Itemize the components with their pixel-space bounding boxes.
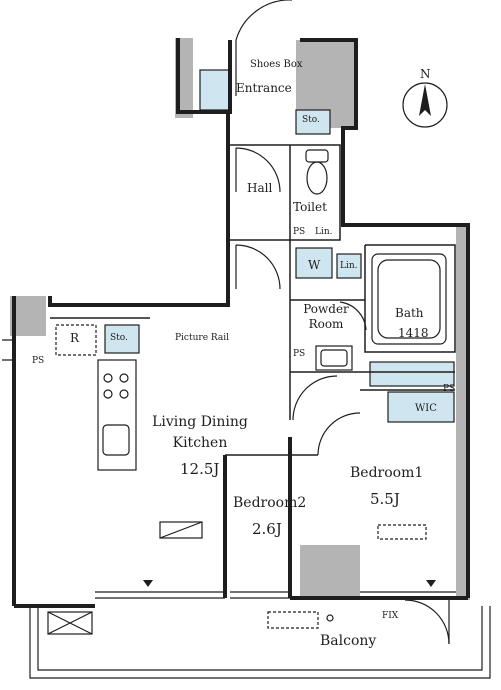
walls bbox=[12, 38, 470, 608]
bath-label: Bath bbox=[395, 306, 424, 320]
bathtub bbox=[371, 253, 447, 345]
kitchen-counter bbox=[55, 324, 137, 471]
toilet-fixture bbox=[305, 149, 329, 195]
washbasin bbox=[315, 345, 353, 371]
bedroom2-size-label: 2.6J bbox=[252, 520, 282, 538]
fridge-label: R bbox=[70, 331, 80, 345]
fix-window-label: FIX bbox=[382, 611, 399, 621]
ps-label: PS bbox=[443, 384, 456, 394]
washer-label: W bbox=[308, 258, 321, 272]
bedroom1-size-label: 5.5J bbox=[370, 490, 400, 508]
toilet-label: Toilet bbox=[293, 200, 327, 214]
powder-room-label: Powder Room bbox=[303, 302, 349, 331]
ps-label: PS bbox=[293, 349, 306, 359]
ldk-size-label: 12.5J bbox=[180, 460, 220, 478]
storage-label: Sto. bbox=[110, 333, 128, 343]
balcony-outline bbox=[29, 606, 491, 679]
wic-label: WIC bbox=[415, 403, 437, 414]
partitions bbox=[50, 144, 456, 456]
shoes-box-label: Shoes Box bbox=[250, 59, 303, 70]
linen-label: Lin. bbox=[340, 261, 358, 271]
ps-label: PS bbox=[32, 356, 45, 366]
ac-units bbox=[159, 521, 427, 540]
entrance-label: Entrance bbox=[236, 81, 292, 95]
bedroom2-label: Bedroom2 bbox=[233, 495, 307, 511]
bedroom1-label: Bedroom1 bbox=[350, 465, 424, 481]
compass-graphic bbox=[402, 82, 448, 128]
windows bbox=[2, 339, 456, 599]
door-swings bbox=[235, 0, 450, 645]
ldk-label: Living Dining Kitchen bbox=[152, 414, 248, 451]
bath-size-label: 1418 bbox=[398, 326, 429, 340]
storage-areas bbox=[104, 69, 455, 423]
picture-rail-label: Picture Rail bbox=[175, 333, 229, 343]
balcony-label: Balcony bbox=[320, 633, 377, 649]
linen-label: Lin. bbox=[315, 227, 333, 237]
entry-markers bbox=[143, 580, 436, 587]
ps-label: PS bbox=[293, 227, 306, 237]
compass-north-label: N bbox=[420, 67, 431, 81]
hall-label: Hall bbox=[247, 181, 273, 195]
storage-label: Sto. bbox=[302, 115, 320, 125]
